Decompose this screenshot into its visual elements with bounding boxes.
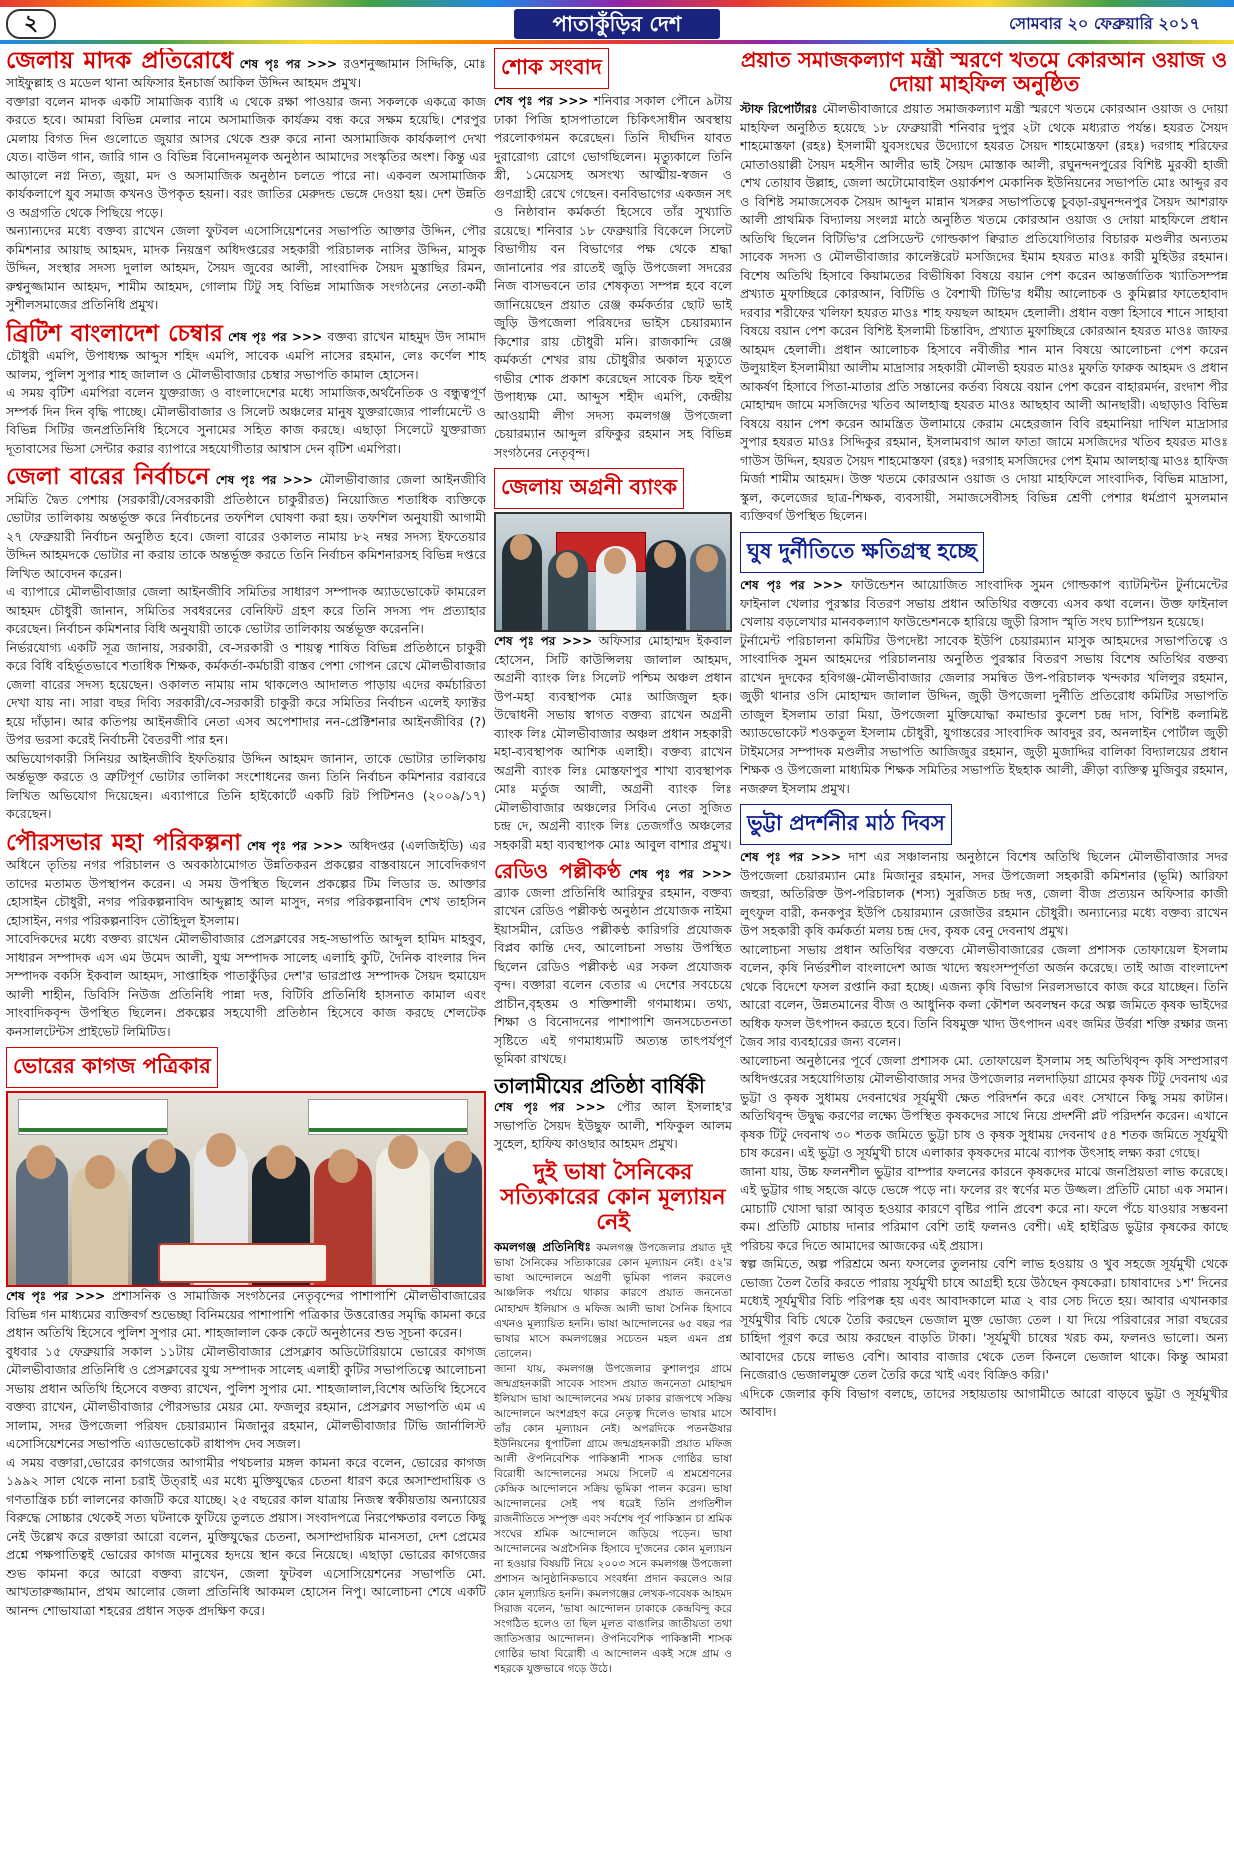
article-bar-election: জেলা বারের নির্বাচনে শেষ পৃঃ পর >>> মৌলভ…	[6, 464, 486, 823]
article-text: রওশনুজ্জামান সিদ্দিকি, মোঃ সাইফুল্লাহ ও …	[6, 56, 486, 91]
article-text: জানা যায়, উচ্চ ফলনশীল ভুট্টার বাম্পার ফ…	[740, 1163, 1228, 1253]
article-text: পৌর আল ইসলাহ'র সভাপতি সৈয়দ ইউছুফ আলী, শ…	[494, 1098, 732, 1151]
article-british-chamber: ব্রিটিশ বাংলাদেশ চেম্বার শেষ পৃঃ পর >>> …	[6, 321, 486, 458]
continued-label: শেষ পৃঃ পর >>>	[494, 1099, 606, 1114]
article-text: এ সময় বৃটিশ এমপিরা বলেন যুক্তরাজ্য ও বা…	[6, 385, 486, 456]
article-text: বুধবার ১৫ ফেব্রুয়ারি সকাল ১১টায় মৌলভীব…	[6, 1343, 486, 1452]
article-text: মৌলভীবাজার জেলা আইনজীবি সমিতি দ্বৈত পেশা…	[6, 472, 486, 581]
article-text: বক্তারা বলেন মাদক একটি সামাজিক ব্যাধি এ …	[6, 93, 486, 220]
article-headline: তালামীযের প্রতিষ্ঠা বার্ষিকী	[494, 1073, 705, 1098]
article-text: শনিবার সকাল পৌনে ৯টায় ঢাকা পিজি হাসপাতা…	[494, 93, 732, 460]
article-language-soldiers: দুই ভাষা সৈনিকের সত্যিকারের কোন মূল্যায়…	[494, 1160, 732, 1678]
article-bhorer-kagoj: ভোরের কাগজ পত্রিকার শেষ পৃঃ পর >>> প্রশ	[6, 1047, 486, 1620]
article-headline: ঘুষ দুর্নীতিতে ক্ষতিগ্রস্থ হচ্ছে	[740, 531, 984, 573]
column-right: প্রয়াত সমাজকল্যাণ মন্ত্রী স্মরণে খতমে ক…	[740, 48, 1228, 1848]
top-color-strip	[0, 0, 1234, 7]
continued-label: শেষ পৃঃ পর >>>	[246, 838, 344, 853]
continued-label: শেষ পৃঃ পর >>>	[239, 57, 338, 71]
article-text: এ সময় বক্তারা,ভোরের কাগজের আগামীর পথচলা…	[6, 1454, 486, 1618]
column-left: জেলায় মাদক প্রতিরোধে শেষ পৃঃ পর >>> রওশ…	[6, 48, 486, 1848]
article-headline: জেলায় মাদক প্রতিরোধে	[6, 48, 234, 74]
article-text: বক্তব্য রাখেন মাহমুদ উদ সামাদ চৌধুরী এমপ…	[6, 328, 486, 382]
article-text: স্বল্প জমিতে, অল্প পরিশ্রমে অন্য ফসলের ত…	[740, 1256, 1228, 1383]
continued-label: শেষ পৃঃ পর >>>	[740, 850, 842, 865]
byline: কমলগঞ্জ প্রতিনিধিঃ	[494, 1240, 591, 1255]
issue-date: সোমবার ২০ ফেব্রুয়ারি ২০১৭	[1009, 14, 1200, 33]
continued-label: শেষ পৃঃ পর >>>	[494, 634, 593, 649]
article-obituary: শোক সংবাদ শেষ পৃঃ পর >>> শনিবার সকাল পৌন…	[494, 48, 732, 462]
article-text: নির্ভরযোগ্য একটি সূত্র জানায়, সরকারী, ব…	[6, 639, 486, 748]
article-text: এদিকে জেলার কৃষি বিভাগ বলছে, তাদের সহায়…	[740, 1385, 1228, 1420]
article-headline: জেলা বারের নির্বাচনে	[6, 464, 210, 491]
continued-label: শেষ পৃঃ পর >>>	[6, 1289, 106, 1304]
article-text: সাবেদিকদের মধ্যে বক্তব্য রাখেন মৌলভীবাজা…	[6, 931, 486, 1039]
continued-label: শেষ পৃঃ পর >>>	[494, 94, 589, 108]
article-corruption: ঘুষ দুর্নীতিতে ক্ষতিগ্রস্থ হচ্ছে শেষ পৃঃ…	[740, 531, 1228, 798]
article-text: মৌলভীবাজারে প্রয়াত সমাজকল্যাণ মন্ত্রী স…	[740, 101, 1228, 524]
article-headline: দুই ভাষা সৈনিকের সত্যিকারের কোন মূল্যায়…	[500, 1159, 726, 1236]
byline: স্টাফ রিপোর্টারঃ	[740, 102, 818, 117]
article-headline: ভুট্টা প্রদর্শনীর মাঠ দিবস	[740, 804, 952, 846]
article-text: এ ব্যাপারে মৌলভীবাজার জেলা আইনজীবি সমিতি…	[6, 584, 486, 637]
page-number: ২	[6, 9, 56, 39]
article-text: ফাউন্ডেশন আয়োজিত সাংবাদিক সুমন গোল্ডকাপ…	[740, 576, 1228, 630]
article-radio-pallikantha: রেডিও পল্লীকণ্ঠ শেষ পৃঃ পর >>> ব্র্যাক জ…	[494, 860, 732, 1069]
celebration-photo	[6, 1091, 486, 1288]
article-maize-field-day: ভুট্টা প্রদর্শনীর মাঠ দিবস শেষ পৃঃ পর >>…	[740, 804, 1228, 1422]
continued-label: শেষ পৃঃ পর >>>	[740, 577, 844, 592]
article-text: কমলগঞ্জ উপজেলার প্রয়াত দুই ভাষা সৈনিকের…	[494, 1242, 732, 1360]
masthead: ২ পাতাকুঁড়ির দেশ সোমবার ২০ ফেব্রুয়ারি …	[0, 0, 1234, 46]
article-text: টুর্নামেন্ট পরিচালনা কমিটির উপদেষ্টা সাব…	[740, 632, 1228, 796]
continued-label: শেষ পৃঃ পর >>>	[628, 867, 732, 882]
article-headline: রেডিও পল্লীকণ্ঠ	[494, 859, 621, 884]
bottom-color-strip	[0, 40, 1234, 44]
continued-label: শেষ পৃঃ পর >>>	[228, 329, 323, 344]
article-text: অভিযোগকারী সিনিয়র আইনজীবি ইফতিয়ার উদ্দ…	[6, 750, 486, 822]
article-memorial-mahfil: প্রয়াত সমাজকল্যাণ মন্ত্রী স্মরণে খতমে ক…	[740, 48, 1228, 526]
continued-label: শেষ পৃঃ পর >>>	[215, 473, 313, 488]
article-municipal-plan: পৌরসভার মহা পরিকল্পনা শেষ পৃঃ পর >>> অধি…	[6, 830, 486, 1041]
article-text: ব্র্যাক জেলা প্রতিনিধি আরিফুর রহমান, বক্…	[494, 884, 732, 1067]
article-text: অন্যান্যদের মধ্যে বক্তব্য রাখেন জেলা ফুট…	[6, 223, 486, 313]
article-text: অফিসার মোহাম্মদ ইকবাল হোসেন, সিটি কাউন্স…	[494, 633, 732, 852]
bank-inauguration-photo	[494, 512, 732, 633]
newspaper-logo: পাতাকুঁড়ির দেশ	[514, 9, 720, 39]
article-headline: জেলায় অগ্রনী ব্যাংক	[494, 468, 685, 510]
article-agrani-bank: জেলায় অগ্রনী ব্যাংক শেষ পৃঃ পর >>> অফিস…	[494, 468, 732, 854]
article-headline: পৌরসভার মহা পরিকল্পনা	[6, 829, 241, 856]
article-headline: প্রয়াত সমাজকল্যাণ মন্ত্রী স্মরণে খতমে ক…	[740, 48, 1228, 97]
column-middle: শোক সংবাদ শেষ পৃঃ পর >>> শনিবার সকাল পৌন…	[494, 48, 732, 1848]
article-text: জানা যায়, কমলগঞ্জ উপজেলার কুশালপুর গ্রা…	[494, 1362, 732, 1676]
article-headline: ব্রিটিশ বাংলাদেশ চেম্বার	[6, 320, 223, 347]
article-text: আলোচনা অনুষ্ঠানের পূর্বে জেলা প্রশাসক মো…	[740, 1052, 1228, 1161]
article-drug-prevention: জেলায় মাদক প্রতিরোধে শেষ পৃঃ পর >>> রওশ…	[6, 48, 486, 315]
article-headline: শোক সংবাদ	[494, 48, 609, 89]
article-text: অধিদপ্তর (এলজিইডি) এর অধিনে তৃতিয় নগর প…	[6, 837, 486, 928]
article-talamiz: তালামীযের প্রতিষ্ঠা বার্ষিকী শেষ পৃঃ পর …	[494, 1073, 732, 1154]
article-headline: ভোরের কাগজ পত্রিকার	[6, 1047, 218, 1089]
article-text: আলোচনা সভায় প্রধান অতিথির বক্তব্যে মৌলভ…	[740, 941, 1228, 1050]
article-text: দাশ এর সঞ্চালনায় অনুষ্ঠানে বিশেষ অতিথি …	[740, 849, 1228, 939]
article-text: প্রশাসনিক ও সামাজিক সংগঠনের নেতৃবৃন্দের …	[6, 1288, 486, 1341]
